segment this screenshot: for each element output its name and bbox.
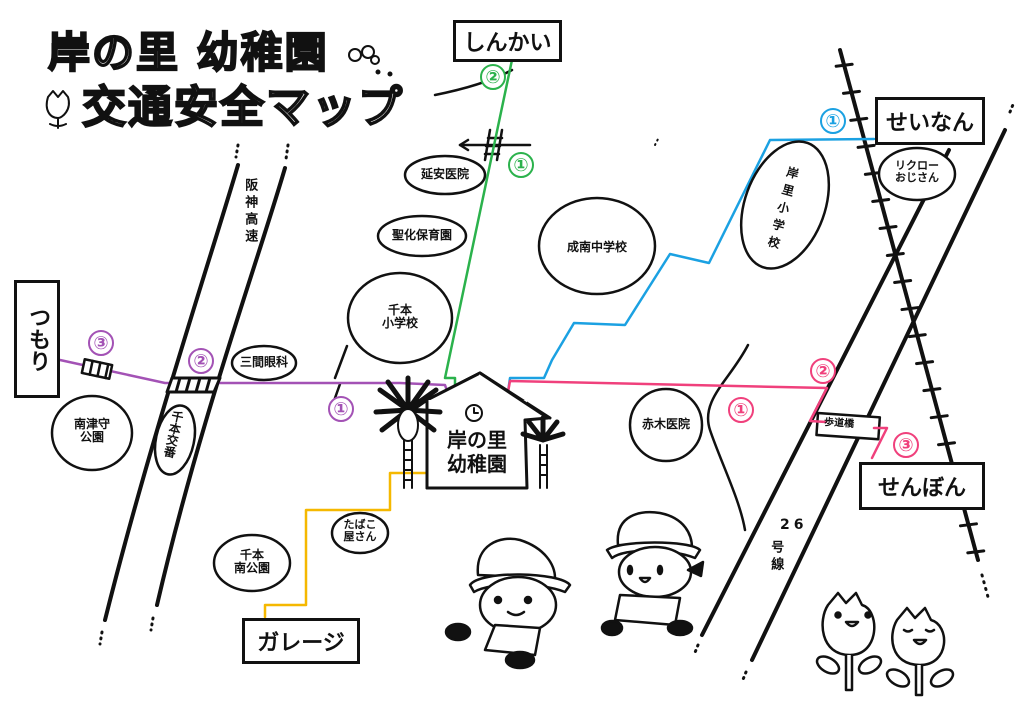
railway-tie <box>856 143 876 149</box>
label-enan-clinic: 延安医院 <box>420 167 469 181</box>
railway-tie <box>893 279 913 285</box>
map-title-line2: 交通安全マップ <box>81 82 404 133</box>
label-kindergarten: 岸の里 幼稚園 <box>447 428 507 476</box>
railway-tie <box>871 197 891 203</box>
destination-tsumori: つもり <box>14 280 60 398</box>
route-green <box>443 58 514 392</box>
map-title-line1: 岸の里 幼稚園 <box>47 28 329 77</box>
route-pink-marker-1: ① <box>728 397 754 423</box>
palm-tree-right <box>520 415 566 489</box>
label-senbon-elementary: 千本 小学校 <box>381 303 418 331</box>
railway-tie <box>915 360 935 366</box>
route-purple-marker-1: ① <box>328 396 354 422</box>
label-seinan-junior-high: 成南中学校 <box>566 240 627 254</box>
label-minamitsumori-park: 南津守 公園 <box>73 417 110 445</box>
label-senbon-minami-park: 千本 南公園 <box>233 548 270 576</box>
route-blue-marker-1: ① <box>820 108 846 134</box>
destination-senbon: せんぼん <box>859 462 985 510</box>
crosswalk-hanshin <box>165 376 222 394</box>
child-boy-illustration <box>444 537 572 670</box>
label-sanken-eye-clinic: 三間眼科 <box>239 355 288 369</box>
railway-tie <box>966 549 986 555</box>
label-route-26-suffix: 号線 <box>768 540 784 574</box>
label-tobacco-shop: たばこ 屋さん <box>343 518 377 544</box>
label-hanshin-expressway: 阪神高速 <box>242 178 258 246</box>
railway-tie <box>900 306 920 312</box>
child-girl-illustration <box>600 511 705 637</box>
route-purple-marker-2: ② <box>188 348 214 374</box>
landmark-shapes <box>50 140 957 593</box>
crosswalk-tsumori <box>80 357 114 381</box>
title-flower-decoration <box>348 45 393 77</box>
label-rikuro-ojisan: リクロー おじさん <box>895 159 939 185</box>
destination-seinan: せいなん <box>875 97 985 145</box>
railway-tie <box>907 333 927 339</box>
railway-tie <box>841 89 861 95</box>
railway-tie <box>929 414 949 420</box>
railway-tie <box>878 224 898 230</box>
railway-tie <box>937 441 957 447</box>
railway-tie <box>849 116 869 122</box>
railway-tie <box>834 62 854 68</box>
route-green-marker-2: ② <box>480 64 506 90</box>
railway-tie <box>958 522 978 528</box>
palm-tree-left <box>373 375 443 489</box>
railway-tie <box>922 387 942 393</box>
route-blue <box>506 137 876 394</box>
route-pink <box>506 379 889 460</box>
kindergarten-building <box>408 371 552 490</box>
tulip-illustrations <box>815 591 955 697</box>
label-footbridge: 歩道橋 <box>823 416 855 431</box>
route-green-marker-1: ① <box>508 152 534 178</box>
destination-shinkai: しんかい <box>453 20 562 62</box>
hanshin-expressway <box>98 143 290 646</box>
label-route-26-number: 26 <box>780 517 808 533</box>
route-pink-marker-2: ② <box>810 358 836 384</box>
label-seika-nursery: 聖化保育園 <box>391 228 452 242</box>
route-pink-marker-3: ③ <box>893 432 919 458</box>
title-tulip-icon <box>45 90 70 129</box>
destination-garage: ガレージ <box>242 618 360 664</box>
route-purple <box>58 358 450 396</box>
label-akagi-clinic: 赤木医院 <box>641 417 690 431</box>
side-road <box>706 343 750 532</box>
route-orange <box>263 471 427 619</box>
route-purple-marker-3: ③ <box>88 330 114 356</box>
